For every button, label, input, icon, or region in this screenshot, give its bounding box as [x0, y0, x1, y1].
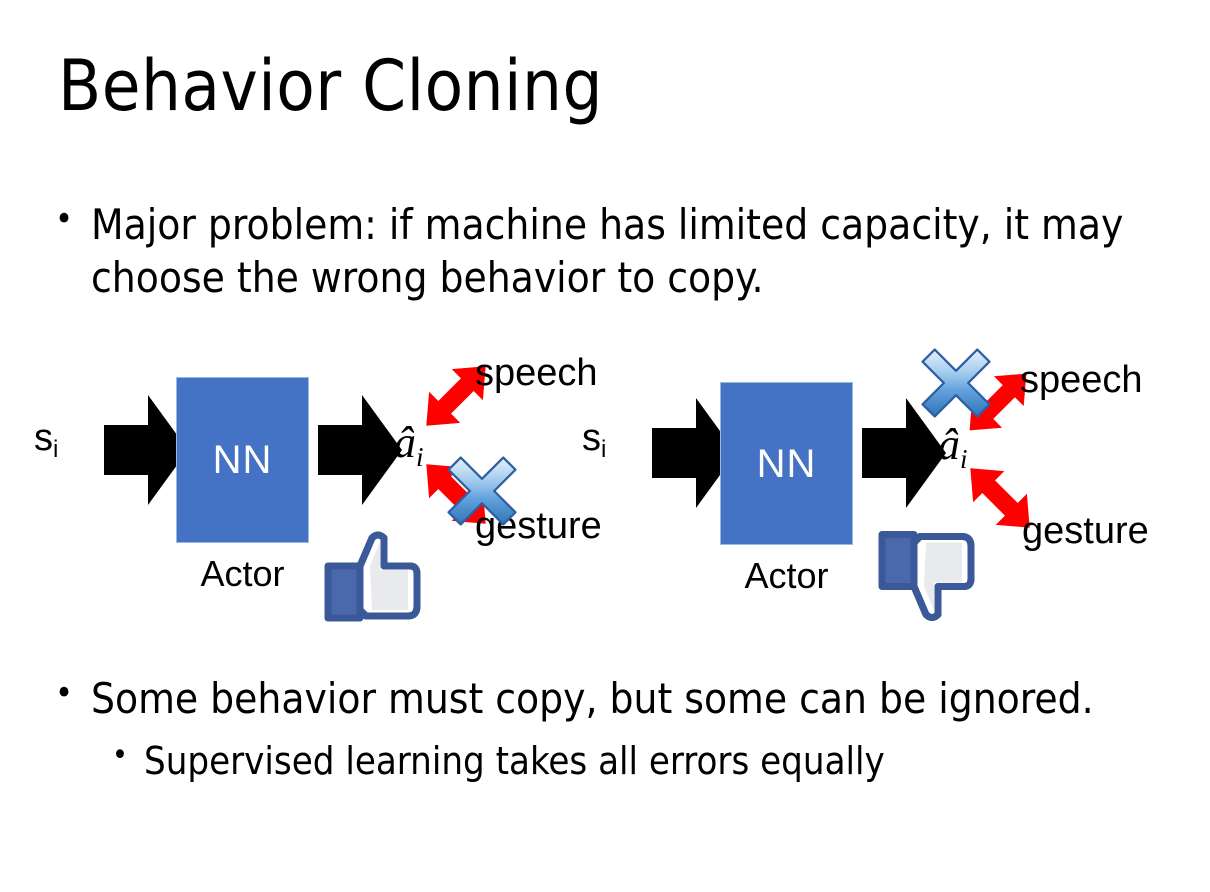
bullet-top: • Major problem: if machine has limited …: [55, 198, 1125, 304]
bullet-bottom-level2: • Supervised learning takes all errors e…: [112, 736, 1162, 786]
cross-mark-icon-gesture-left: [444, 453, 520, 529]
output-action-label-left: âi: [394, 418, 424, 473]
nn-box-right: NN: [720, 382, 853, 545]
arrow-right-icon-in-left: [104, 395, 188, 505]
double-arrow-icon-gesture-right: [954, 452, 1046, 544]
output-action-label-right: âi: [938, 420, 968, 475]
actor-caption-right: Actor: [744, 555, 829, 596]
page-title: Behavior Cloning: [58, 45, 603, 127]
thumbs-down-icon-right: [876, 526, 976, 624]
branch-label-speech-left: speech: [475, 352, 598, 394]
actor-caption-left: Actor: [200, 553, 285, 594]
bullet-marker-icon: •: [55, 199, 74, 239]
bullet-bottom-level1-text: Some behavior must copy, but some can be…: [91, 674, 1094, 723]
bullet-bottom-level1: • Some behavior must copy, but some can …: [55, 672, 1165, 725]
arrow-right-icon-out-left: [318, 395, 402, 505]
bullet-marker-icon: •: [112, 738, 128, 773]
thumbs-up-icon-left: [322, 530, 422, 625]
double-arrow-icon-speech-right: [954, 358, 1042, 446]
nn-box-label-left: NN: [212, 438, 273, 482]
bullet-bottom-level2-text: Supervised learning takes all errors equ…: [144, 739, 885, 783]
branch-label-gesture-right: gesture: [1022, 510, 1149, 552]
arrow-right-icon-in-right: [652, 398, 736, 508]
diagram-left: si NN Actor âi: [12, 340, 602, 640]
diagram-right: si NN Actor âi: [560, 340, 1150, 640]
bullet-marker-icon: •: [55, 673, 74, 713]
nn-box-left: NN: [176, 377, 309, 543]
input-state-label-right: si: [582, 417, 607, 463]
input-state-label-left: si: [34, 417, 59, 463]
double-arrow-icon-speech-left: [410, 350, 502, 442]
branch-label-speech-right: speech: [1020, 359, 1143, 401]
cross-mark-icon-speech-right: [918, 345, 994, 421]
arrow-right-icon-out-right: [862, 398, 946, 508]
bullet-top-text: Major problem: if machine has limited ca…: [91, 200, 1124, 302]
nn-box-label-right: NN: [756, 441, 817, 486]
